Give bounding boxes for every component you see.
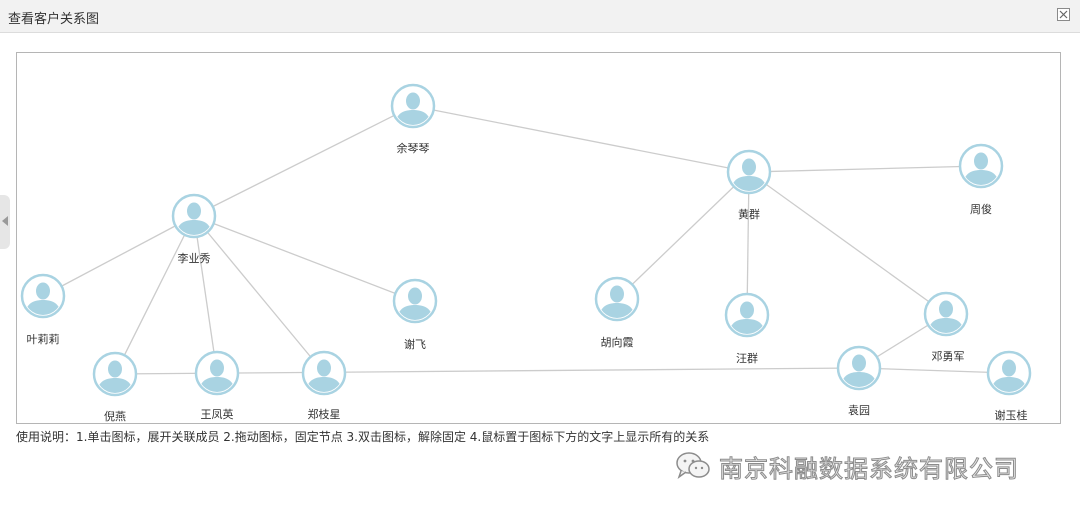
graph-node-label[interactable]: 李业秀 — [177, 252, 211, 265]
graph-node-label[interactable]: 袁园 — [848, 404, 870, 417]
person-icon — [390, 83, 436, 129]
graph-node-xiefei[interactable] — [392, 278, 438, 324]
graph-edge — [746, 171, 750, 316]
graph-node-yelili[interactable] — [20, 273, 66, 319]
person-icon — [392, 278, 438, 324]
graph-node-xieyugui[interactable] — [986, 350, 1032, 396]
person-icon — [726, 149, 772, 195]
relationship-graph-canvas[interactable]: 余琴琴李业秀 黄群 周俊叶莉莉 谢飞 胡向霞汪群 邓勇军倪燕 王凤英 郑枝星 袁园 谢玉桂 — [16, 52, 1061, 424]
close-icon — [1059, 10, 1068, 19]
graph-node-zhoujun[interactable] — [958, 143, 1004, 189]
graph-node-label[interactable]: 倪燕 — [104, 410, 126, 423]
close-button[interactable] — [1057, 8, 1070, 21]
person-icon — [92, 351, 138, 397]
chevron-left-icon — [2, 216, 8, 226]
graph-edge — [193, 215, 218, 374]
graph-node-label[interactable]: 汪群 — [736, 352, 758, 365]
graph-node-label[interactable]: 谢玉桂 — [994, 409, 1028, 422]
graph-edge — [193, 105, 414, 217]
graph-node-dengyongjun[interactable] — [923, 291, 969, 337]
person-icon — [923, 291, 969, 337]
usage-instructions: 使用说明：1.单击图标，展开关联成员 2.拖动图标，固定节点 3.双击图标，解除… — [16, 430, 710, 444]
person-icon — [958, 143, 1004, 189]
graph-node-wangfengying[interactable] — [194, 350, 240, 396]
graph-node-label[interactable]: 叶莉莉 — [26, 333, 60, 346]
person-icon — [171, 193, 217, 239]
graph-node-label[interactable]: 王凤英 — [200, 408, 234, 421]
person-icon — [724, 292, 770, 338]
graph-edge — [193, 215, 325, 374]
person-icon — [836, 345, 882, 391]
person-icon — [986, 350, 1032, 396]
graph-edge — [114, 215, 195, 375]
watermark-text: 南京科融数据系统有限公司 — [719, 454, 1019, 483]
graph-node-wangqun[interactable] — [724, 292, 770, 338]
graph-node-zhengzhixing[interactable] — [301, 350, 347, 396]
window-title: 查看客户关系图 — [8, 12, 100, 27]
graph-node-label[interactable]: 黄群 — [738, 208, 760, 221]
graph-node-label[interactable]: 谢飞 — [404, 338, 426, 351]
graph-node-huxiangxia[interactable] — [594, 276, 640, 322]
graph-node-lieyexiu[interactable] — [171, 193, 217, 239]
graph-edge — [616, 171, 750, 300]
wechat-icon — [676, 452, 710, 479]
graph-node-label[interactable]: 邓勇军 — [931, 350, 965, 363]
side-collapse-tab[interactable] — [0, 195, 10, 249]
graph-node-label[interactable]: 郑枝星 — [307, 408, 341, 421]
graph-edge — [193, 215, 416, 302]
person-icon — [194, 350, 240, 396]
graph-node-label[interactable]: 周俊 — [970, 203, 992, 216]
graph-edge — [412, 105, 750, 173]
person-icon — [594, 276, 640, 322]
graph-node-label[interactable]: 胡向霞 — [600, 336, 634, 349]
graph-node-yuanyuan[interactable] — [836, 345, 882, 391]
graph-node-label[interactable]: 余琴琴 — [396, 142, 430, 155]
graph-edge — [858, 367, 1010, 374]
title-bar: 查看客户关系图 — [0, 0, 1080, 33]
graph-edge — [42, 215, 195, 297]
watermark: 南京科融数据系统有限公司 — [675, 449, 1019, 483]
graph-node-huangqun[interactable] — [726, 149, 772, 195]
person-icon — [20, 273, 66, 319]
person-icon — [301, 350, 347, 396]
graph-edge — [748, 171, 947, 315]
graph-edge — [748, 165, 982, 173]
graph-node-niyan[interactable] — [92, 351, 138, 397]
graph-node-yuqinqin[interactable] — [390, 83, 436, 129]
